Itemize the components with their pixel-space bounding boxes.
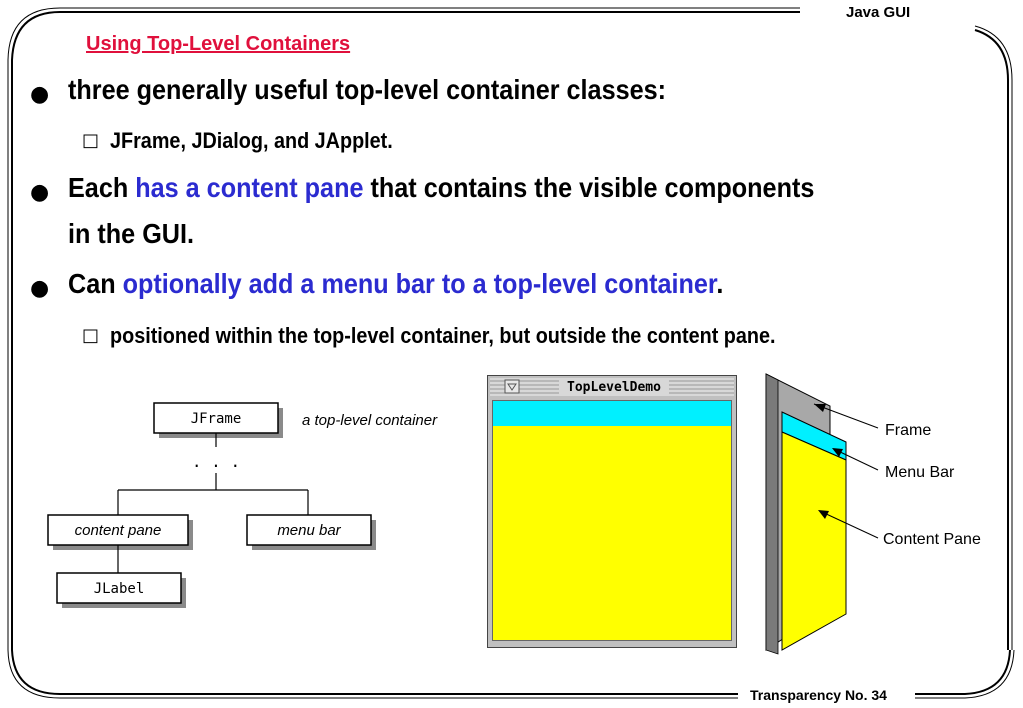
tree-node-label: content pane — [75, 522, 162, 539]
demo-window: TopLevelDemo — [487, 375, 737, 648]
content-pane-layer — [781, 431, 847, 651]
bullet-marker: ● — [30, 180, 50, 205]
demo-menu-bar — [493, 401, 731, 426]
demo-content-pane — [493, 426, 731, 640]
tree-node-menu-bar: menu bar — [246, 514, 376, 550]
sub-bullet-text: positioned within the top-level containe… — [110, 323, 776, 348]
tree-node-label: JFrame — [191, 411, 242, 427]
demo-window-titlebar: TopLevelDemo — [490, 378, 734, 396]
bullet-text: Each has a content pane that contains th… — [68, 172, 815, 203]
bullet-marker: ● — [30, 82, 50, 107]
tree-node-content-pane: content pane — [47, 514, 193, 550]
tree-ellipsis: . . . — [192, 452, 240, 471]
layer-label-frame: Frame — [885, 422, 931, 439]
sub-bullet-marker: □ — [82, 325, 100, 346]
sub-bullet-text: JFrame, JDialog, and JApplet. — [110, 128, 393, 153]
demo-window-title: TopLevelDemo — [567, 380, 661, 395]
tree-node-jlabel: JLabel — [56, 572, 186, 608]
slide-title: Using Top-Level Containers — [86, 33, 351, 55]
bullet-text: Can optionally add a menu bar to a top-l… — [68, 268, 724, 299]
tree-root-note: a top-level container — [302, 412, 438, 429]
collapse-box-icon — [504, 379, 520, 394]
container-tree-diagram: JFrame a top-level container . . . conte… — [47, 402, 438, 608]
sub-bullet-marker: □ — [82, 130, 100, 151]
footer-label: Transparency No. 34 — [750, 687, 887, 703]
bullet-text: three generally useful top-level contain… — [68, 74, 667, 105]
tree-node-label: menu bar — [277, 522, 341, 539]
tree-node-label: JLabel — [94, 581, 145, 597]
layer-label-content-pane: Content Pane — [883, 531, 981, 548]
bullet-marker: ● — [30, 276, 50, 301]
bullet-text-continued: in the GUI. — [68, 218, 194, 249]
layer-diagram: Frame Menu Bar Content Pane — [765, 373, 981, 655]
header-label: Java GUI — [846, 4, 911, 21]
layer-label-menu-bar: Menu Bar — [885, 464, 955, 481]
tree-node-jframe: JFrame — [153, 402, 283, 438]
